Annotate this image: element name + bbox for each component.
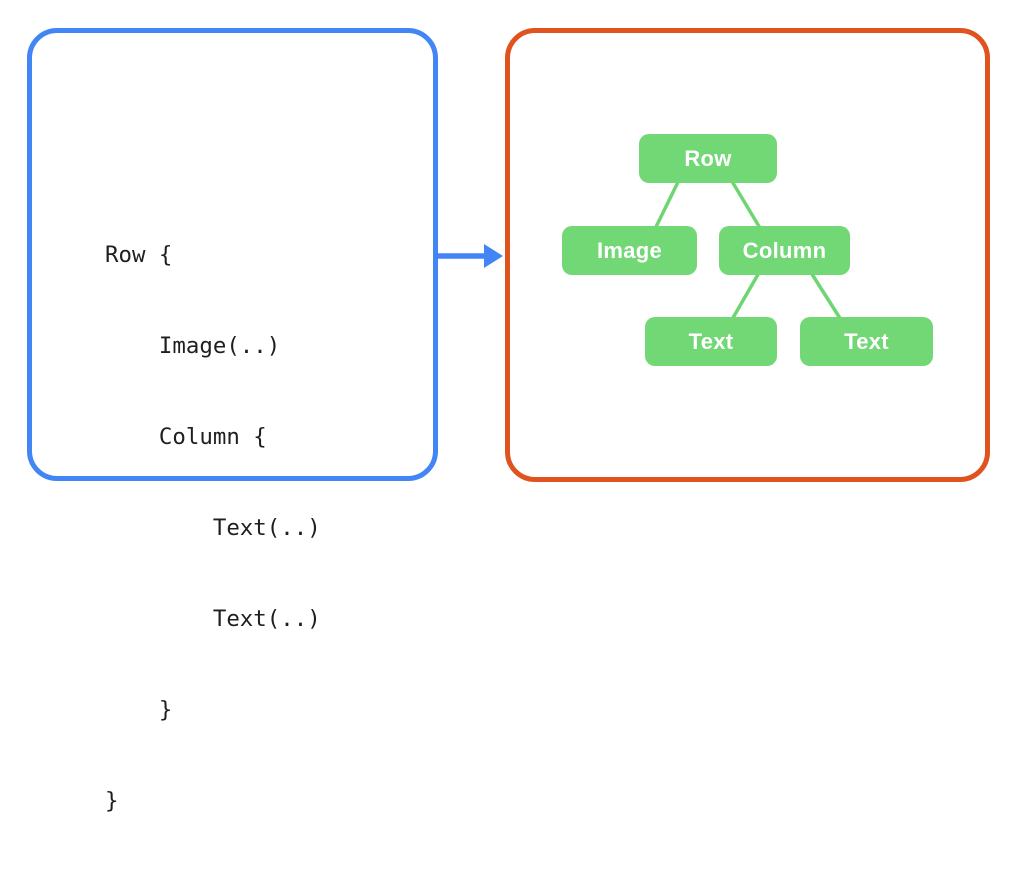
code-line: Image(..) — [105, 332, 281, 359]
code-line: Text(..) — [105, 605, 321, 632]
code-line: Text(..) — [105, 514, 321, 541]
tree-layer: Row Image Column Text Text — [510, 33, 985, 477]
tree-node-column: Column — [719, 226, 850, 275]
tree-edge-column-text1 — [728, 270, 762, 324]
code-line: Column { — [105, 423, 267, 450]
tree-node-image: Image — [562, 226, 697, 275]
code-block: Row { Image(..) Column { Text(..) Text(.… — [105, 179, 321, 877]
tree-node-row: Row — [639, 134, 777, 183]
tree-node-text-2: Text — [800, 317, 933, 366]
code-line: } — [105, 787, 119, 814]
tree-edge-row-column — [728, 177, 765, 234]
diagram-stage: Row { Image(..) Column { Text(..) Text(.… — [27, 28, 990, 814]
tree-edge-row-image — [651, 177, 682, 234]
code-panel: Row { Image(..) Column { Text(..) Text(.… — [27, 28, 438, 814]
right-arrow-icon — [436, 244, 503, 268]
tree-panel: Row Image Column Text Text — [505, 28, 990, 482]
tree-edges — [651, 177, 845, 324]
code-line: Row { — [105, 241, 173, 268]
tree-node-text-1: Text — [645, 317, 777, 366]
tree-edge-column-text2 — [808, 270, 845, 324]
code-line: } — [105, 696, 173, 723]
